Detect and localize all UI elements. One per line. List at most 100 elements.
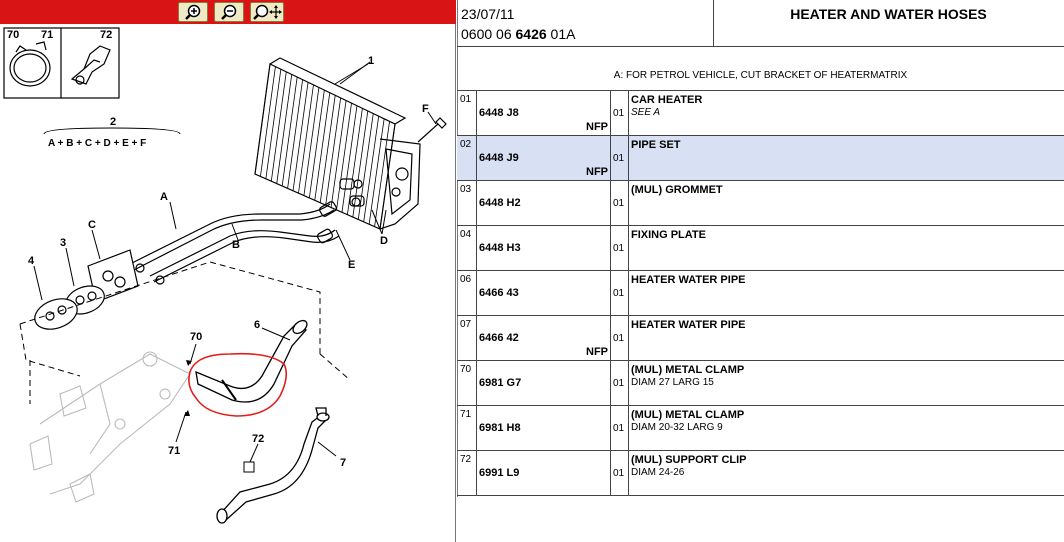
part-reference[interactable]: 6981 G7 bbox=[479, 377, 522, 389]
part-reference[interactable]: 6448 J9 bbox=[479, 152, 519, 164]
qty-cell: 01 bbox=[611, 451, 629, 495]
part-description: (MUL) METAL CLAMP bbox=[631, 364, 745, 376]
part-quantity: 01 bbox=[613, 333, 625, 344]
heater-fin bbox=[287, 79, 304, 189]
panel-divider bbox=[457, 0, 458, 497]
zoom-in-icon bbox=[185, 4, 201, 20]
row-index: 01 bbox=[457, 91, 477, 135]
qty-cell: 01 bbox=[611, 271, 629, 315]
ref-cell: 6466 43 bbox=[477, 271, 611, 315]
part-remark: DIAM 24-26 bbox=[631, 467, 685, 478]
part-description: (MUL) GROMMET bbox=[631, 184, 723, 196]
heater-fin bbox=[292, 82, 309, 191]
heater-fin bbox=[341, 105, 358, 213]
row-index: 70 bbox=[457, 361, 477, 405]
ref-cell: 6448 H2 bbox=[477, 181, 611, 225]
part-reference[interactable]: 6466 43 bbox=[479, 287, 519, 299]
callout-a: A bbox=[160, 191, 168, 203]
row-index: 71 bbox=[457, 406, 477, 450]
desc-cell: FIXING PLATE bbox=[629, 226, 1064, 270]
part-description: FIXING PLATE bbox=[631, 229, 706, 241]
qty-cell: 01 bbox=[611, 316, 629, 360]
part-description: PIPE SET bbox=[631, 139, 681, 151]
ref-cell: 6466 42 NFP bbox=[477, 316, 611, 360]
row-index: 72 bbox=[457, 451, 477, 495]
inset-label-71: 71 bbox=[41, 29, 53, 41]
zoom-pan-button[interactable] bbox=[250, 2, 284, 22]
part-quantity: 01 bbox=[613, 288, 625, 299]
qty-cell: 01 bbox=[611, 226, 629, 270]
header-divider bbox=[713, 0, 714, 46]
zoom-move-icon bbox=[253, 4, 282, 20]
callout-6: 6 bbox=[254, 319, 260, 331]
callout-72: 72 bbox=[252, 433, 264, 445]
catalog-date: 23/07/11 bbox=[461, 6, 515, 22]
part-reference[interactable]: 6448 H3 bbox=[479, 242, 521, 254]
part-description: (MUL) METAL CLAMP bbox=[631, 409, 745, 421]
callout-f: F bbox=[422, 103, 429, 115]
callout-1: 1 bbox=[368, 55, 374, 67]
catalog-code-suffix: 01A bbox=[546, 26, 576, 42]
callout-2: 2 bbox=[110, 116, 116, 128]
row-index: 03 bbox=[457, 181, 477, 225]
part-quantity: 01 bbox=[613, 108, 625, 119]
part-description: (MUL) SUPPORT CLIP bbox=[631, 454, 747, 466]
clamp-inset: 70 71 72 bbox=[3, 27, 120, 99]
clip-72-drawing bbox=[70, 45, 111, 85]
row-index: 07 bbox=[457, 316, 477, 360]
ref-cell: 6981 H8 bbox=[477, 406, 611, 450]
desc-cell: (MUL) GROMMET bbox=[629, 181, 1064, 225]
heater-fin bbox=[270, 71, 287, 182]
part-remark: DIAM 27 LARG 15 bbox=[631, 377, 714, 388]
parts-panel: 23/07/11 0600 06 6426 01A HEATER AND WAT… bbox=[457, 0, 1064, 542]
part-remark: DIAM 20-32 LARG 9 bbox=[631, 422, 723, 433]
heater-fin bbox=[363, 116, 380, 222]
screw-f-drawing bbox=[417, 111, 447, 143]
part-reference[interactable]: 6466 42 bbox=[479, 332, 519, 344]
desc-cell: PIPE SET bbox=[629, 136, 1064, 180]
heater-fin bbox=[352, 110, 369, 218]
qty-cell: 01 bbox=[611, 406, 629, 450]
highlight-circle bbox=[188, 352, 288, 417]
heater-fin bbox=[254, 63, 271, 175]
zoom-toolbar bbox=[0, 0, 456, 24]
callout-70: 70 bbox=[190, 331, 202, 343]
qty-cell: 01 bbox=[611, 91, 629, 135]
heater-fin bbox=[330, 100, 347, 208]
assembly-dashed-outline bbox=[19, 261, 351, 404]
nfp-flag: NFP bbox=[586, 346, 608, 358]
part-reference[interactable]: 6981 H8 bbox=[479, 422, 521, 434]
row-index: 06 bbox=[457, 271, 477, 315]
part-reference[interactable]: 6448 J8 bbox=[479, 107, 519, 119]
part-quantity: 01 bbox=[613, 198, 625, 209]
row-index: 04 bbox=[457, 226, 477, 270]
zoom-in-button[interactable] bbox=[178, 2, 208, 22]
part-reference[interactable]: 6448 H2 bbox=[479, 197, 521, 209]
vehicle-note: A: FOR PETROL VEHICLE, CUT BRACKET OF HE… bbox=[613, 70, 908, 81]
catalog-code-prefix: 0600 06 bbox=[461, 26, 516, 42]
qty-cell: 01 bbox=[611, 361, 629, 405]
heater-fin bbox=[325, 97, 342, 206]
callout-c: C bbox=[88, 219, 96, 231]
heater-fin bbox=[303, 87, 320, 196]
row-index: 02 bbox=[457, 136, 477, 180]
heater-fin bbox=[276, 74, 293, 184]
part-remark: SEE A bbox=[631, 107, 661, 118]
part-reference[interactable]: 6991 L9 bbox=[479, 467, 520, 479]
zoom-out-button[interactable] bbox=[214, 2, 244, 22]
ref-cell: 6448 H3 bbox=[477, 226, 611, 270]
part-quantity: 01 bbox=[613, 153, 625, 164]
